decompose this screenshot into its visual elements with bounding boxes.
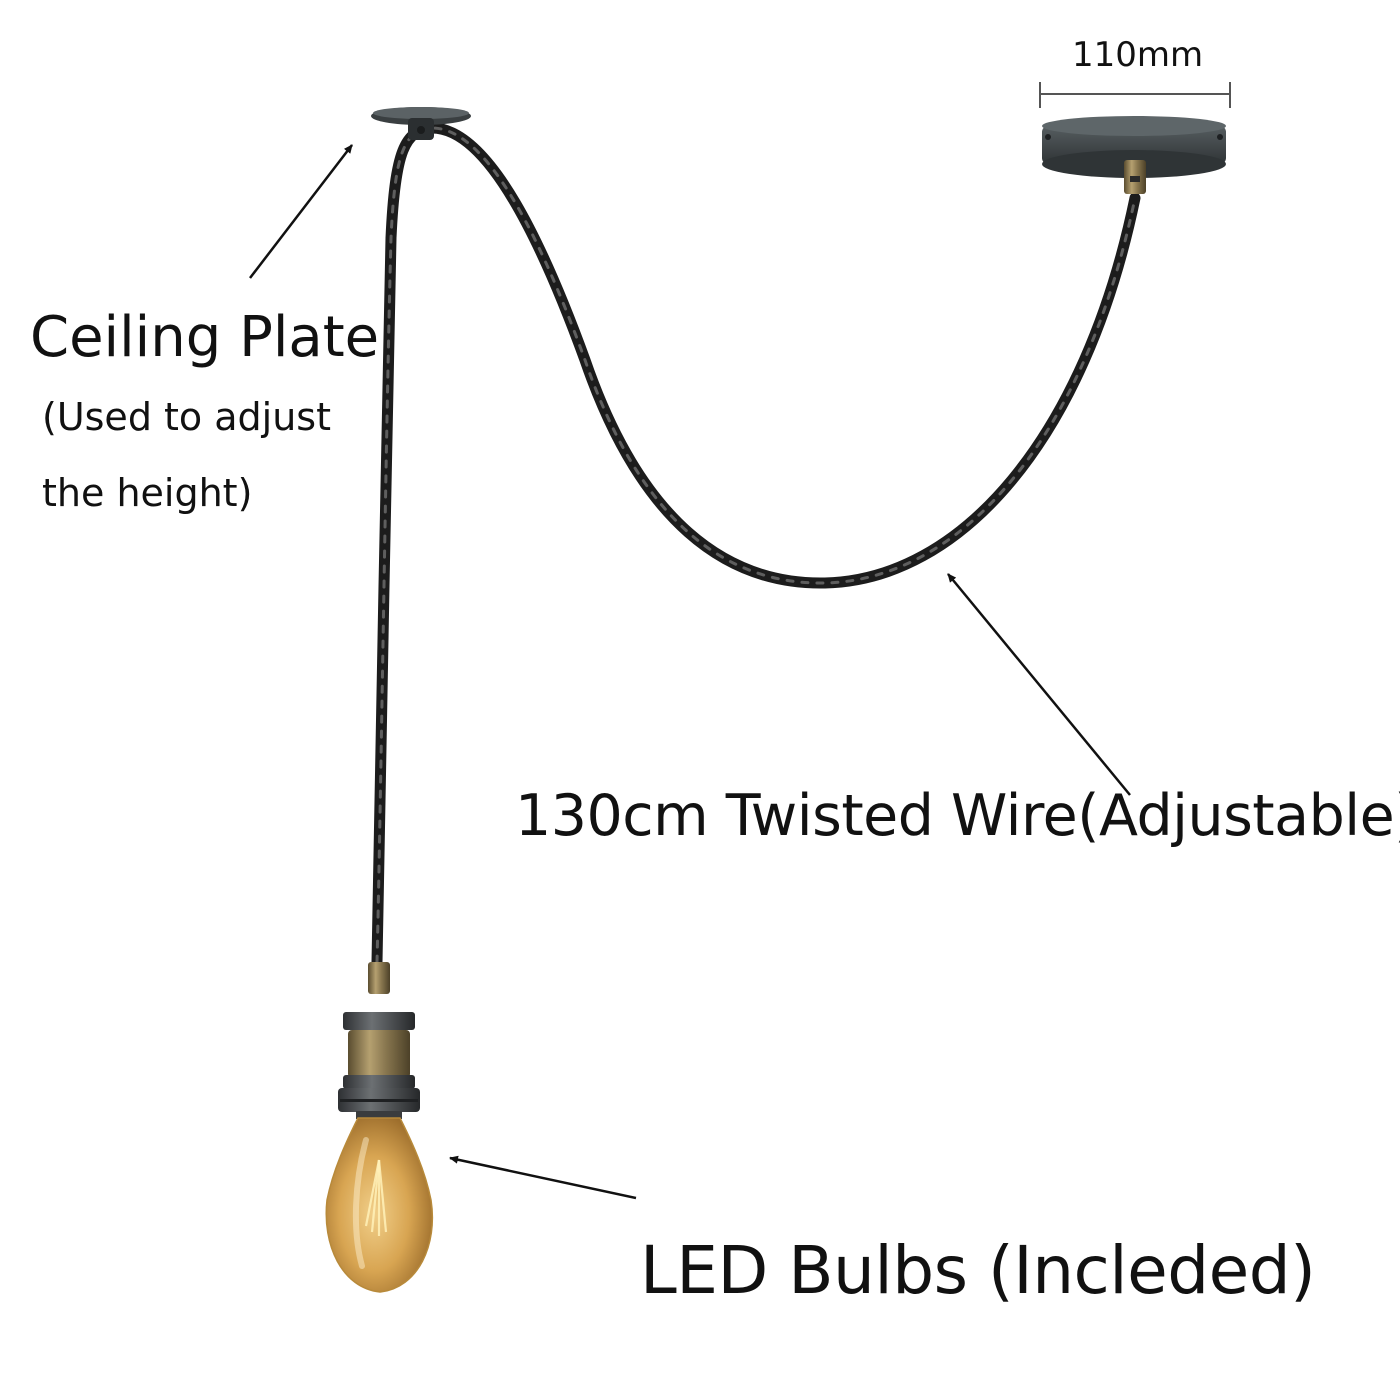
ceiling-plate-note-line2: the height) (42, 471, 253, 515)
bulb-arrow (449, 1155, 637, 1200)
wire-label: 130cm Twisted Wire(Adjustable) (515, 783, 1400, 849)
bulb-filament (364, 1159, 388, 1236)
ceiling-plate-adjuster (371, 107, 471, 140)
twisted-wire (371, 122, 1141, 968)
dimension-label: 110mm (1072, 35, 1204, 75)
ceiling-canopy (1042, 116, 1226, 194)
ceiling-plate-note-line1: (Used to adjust (42, 395, 331, 439)
dimension-line (1039, 82, 1231, 108)
lamp-holder (338, 962, 420, 1119)
wire-arrow (947, 573, 1131, 796)
led-bulb (325, 1117, 434, 1293)
ceiling-plate-title: Ceiling Plate (30, 305, 380, 370)
bulb-label: LED Bulbs (Incleded) (640, 1232, 1316, 1309)
ceiling-plate-arrow (249, 144, 353, 279)
